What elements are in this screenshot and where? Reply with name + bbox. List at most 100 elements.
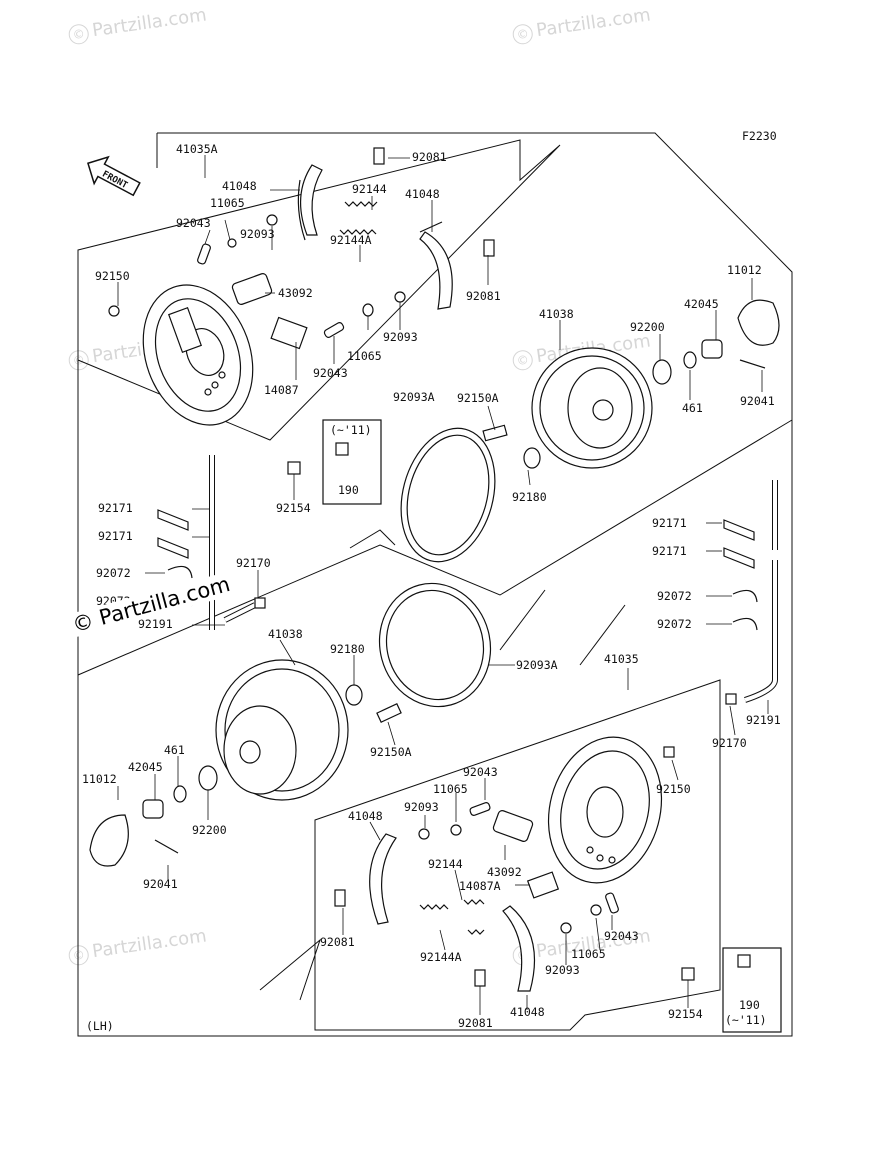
label-92093-lh-b: 92093 (545, 963, 580, 977)
label-92200-lh: 92200 (192, 823, 227, 837)
bleeder-lh (681, 967, 695, 981)
label-92043-rh-b: 92043 (313, 366, 348, 380)
label-41038-lh: 41038 (268, 627, 303, 641)
clamp-lh-a (732, 589, 758, 603)
label-92154-rh: 92154 (276, 501, 311, 515)
label-92150a-rh: 92150A (457, 391, 499, 405)
label-461-lh: 461 (164, 743, 185, 757)
brake-drum-rh (531, 347, 653, 469)
label-14087: 14087 (264, 383, 299, 397)
diagram-code: F2230 (742, 129, 777, 143)
label-92171-lh-a: 92171 (652, 516, 687, 530)
label-92043-rh-a: 92043 (176, 216, 211, 230)
label-92191-rh: 92191 (138, 617, 173, 631)
pin-lh-b (605, 892, 619, 914)
clip-lh-b (474, 969, 486, 987)
washer-rh-a (227, 238, 237, 248)
nut-lh-b (560, 922, 572, 934)
wheel-cylinder-rh (231, 273, 273, 305)
label-92072-rh-a: 92072 (96, 566, 131, 580)
brake-drum-lh (215, 659, 349, 801)
nut-lh (142, 799, 164, 819)
hose-clip-lh-b (723, 547, 755, 569)
label-92043-lh-b: 92043 (604, 929, 639, 943)
washer-rh-b (362, 303, 374, 317)
washer-lh (198, 765, 218, 791)
collar-rh (683, 351, 697, 369)
label-41048-lh-b: 41048 (510, 1005, 545, 1019)
note-box-rh (322, 419, 382, 505)
stud-rh (482, 424, 508, 442)
bleeder-rh (287, 461, 301, 475)
label-11065-rh-a: 11065 (210, 196, 245, 210)
clip-lh-a (334, 889, 346, 907)
label-92171-lh-b: 92171 (652, 544, 687, 558)
label-92081-rh-b: 92081 (466, 289, 501, 303)
label-92093a-lh: 92093A (516, 658, 558, 672)
label-190-rh: 190 (338, 483, 359, 497)
label-92180-rh: 92180 (512, 490, 547, 504)
nut-rh-b (394, 291, 406, 303)
label-41048-rh-b: 41048 (405, 187, 440, 201)
label-92154-lh: 92154 (668, 1007, 703, 1021)
label-92072-lh-b: 92072 (657, 617, 692, 631)
bolt-lh (663, 746, 675, 758)
label-41035: 41035 (604, 652, 639, 666)
brake-shoe-rh-a (299, 164, 323, 236)
pin-lh-a (469, 802, 491, 816)
part-labels: F2230 41035A 92081 41048 92144 11065 410… (82, 129, 781, 1033)
stud-lh (376, 703, 402, 723)
plate-lh (526, 871, 560, 899)
label-92041-rh: 92041 (740, 394, 775, 408)
label-461-rh: 461 (682, 401, 703, 415)
spring-lh-b (419, 904, 449, 910)
clamp-lh-c (725, 693, 737, 705)
label-92150-lh: 92150 (656, 782, 691, 796)
clip-rh-b (483, 239, 495, 257)
pin-rh-b (323, 322, 345, 338)
label-92144-rh: 92144 (352, 182, 387, 196)
label-92093-rh-a: 92093 (240, 227, 275, 241)
label-92072-lh-a: 92072 (657, 589, 692, 603)
label-41048-rh-a: 41048 (222, 179, 257, 193)
nut-rh (701, 339, 723, 359)
label-92081-rh-a: 92081 (412, 150, 447, 164)
brake-shoe-lh-b (502, 905, 536, 992)
hose-clip-rh-a (157, 509, 189, 531)
pin-rh-a (197, 243, 211, 265)
label-92043-lh-a: 92043 (463, 765, 498, 779)
label-92191-lh: 92191 (746, 713, 781, 727)
front-arrow-icon: FRONT (87, 155, 141, 197)
label-11065-rh-b: 11065 (347, 349, 382, 363)
label-41035a: 41035A (176, 142, 218, 156)
label-92093-rh-b: 92093 (383, 330, 418, 344)
rh-assembly-box (77, 139, 561, 441)
label-92180-lh: 92180 (330, 642, 365, 656)
bolt-rh (108, 305, 120, 317)
label-14087a: 14087A (459, 879, 501, 893)
label-41038-rh: 41038 (539, 307, 574, 321)
label-11065-lh-b: 11065 (571, 947, 606, 961)
note-model-rh: (~'11) (330, 423, 372, 437)
lh-assembly-box (314, 679, 721, 1031)
nut-rh-a (266, 214, 278, 226)
backing-plate-rh (142, 284, 254, 426)
label-42045-rh: 42045 (684, 297, 719, 311)
collar-lh (173, 785, 187, 803)
note-model-lh: (~'11) (725, 1013, 767, 1027)
label-92081-lh-a: 92081 (320, 935, 355, 949)
frame-outline (77, 132, 793, 1037)
diagonal-separator (77, 419, 793, 676)
side-label: (LH) (86, 1019, 114, 1033)
label-43092-lh: 43092 (487, 865, 522, 879)
clamp-lh-b (732, 617, 758, 631)
clamp-rh-a (167, 565, 193, 579)
cotter-lh (154, 839, 179, 854)
label-92093-lh-a: 92093 (404, 800, 439, 814)
clamp-rh-c (254, 597, 266, 609)
spring-rh-b (339, 229, 377, 235)
label-92041-lh: 92041 (143, 877, 178, 891)
washer-lh-b (590, 904, 602, 916)
cap-lh (89, 814, 129, 867)
